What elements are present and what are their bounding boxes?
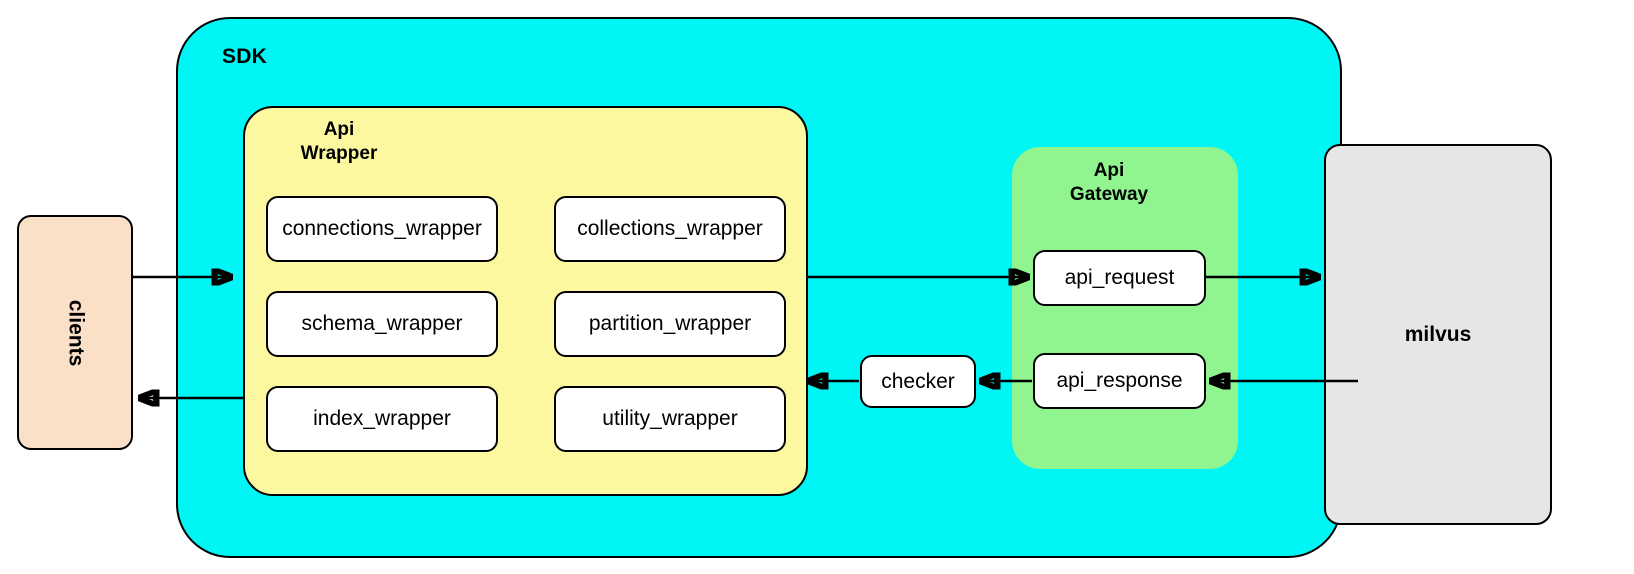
- node-partition-wrapper[interactable]: partition_wrapper: [554, 291, 786, 357]
- node-api-response[interactable]: api_response: [1033, 353, 1206, 409]
- api-gateway-label-line1: Api: [1093, 160, 1125, 181]
- sdk-label: SDK: [222, 45, 267, 68]
- node-api-request[interactable]: api_request: [1033, 250, 1206, 306]
- node-label: partition_wrapper: [588, 312, 752, 335]
- node-label: checker: [881, 369, 955, 393]
- node-label: utility_wrapper: [602, 407, 738, 430]
- api-gateway-label-line2: Gateway: [1069, 183, 1149, 205]
- node-utility-wrapper[interactable]: utility_wrapper: [554, 386, 786, 452]
- node-checker[interactable]: checker: [860, 355, 976, 408]
- node-label: milvus: [1404, 322, 1472, 346]
- api-wrapper-label: Api Wrapper: [259, 118, 419, 165]
- api-wrapper-label-line2: Wrapper: [300, 142, 378, 164]
- api-gateway-group: Api Gateway: [1012, 147, 1238, 469]
- node-clients[interactable]: clients: [17, 215, 133, 450]
- node-label: index_wrapper: [313, 407, 451, 430]
- node-label: clients: [64, 299, 87, 366]
- node-label: collections_wrapper: [577, 217, 763, 240]
- api-gateway-label: Api Gateway: [1034, 159, 1184, 206]
- api-wrapper-label-line1: Api: [323, 119, 355, 140]
- node-connections-wrapper[interactable]: connections_wrapper: [266, 196, 498, 262]
- node-label: schema_wrapper: [301, 312, 463, 335]
- node-label: connections_wrapper: [282, 217, 482, 240]
- node-label: api_request: [1064, 266, 1175, 289]
- node-label: api_response: [1056, 369, 1183, 392]
- node-milvus[interactable]: milvus: [1324, 144, 1552, 525]
- node-index-wrapper[interactable]: index_wrapper: [266, 386, 498, 452]
- node-collections-wrapper[interactable]: collections_wrapper: [554, 196, 786, 262]
- node-schema-wrapper[interactable]: schema_wrapper: [266, 291, 498, 357]
